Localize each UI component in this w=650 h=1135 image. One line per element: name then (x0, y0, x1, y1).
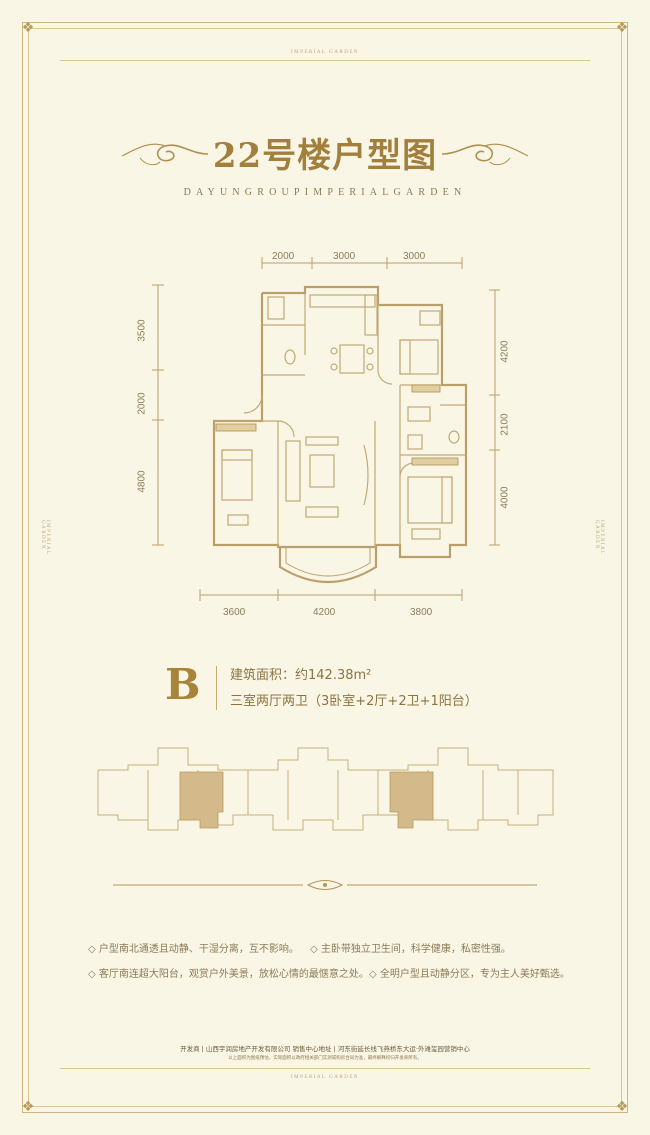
building-area: 建筑面积：约142.38m² (230, 668, 372, 683)
dim-bottom-3: 3800 (410, 607, 433, 618)
edge-label-top: IMPERIAL GARDEN (290, 50, 359, 55)
dim-top-2: 3000 (333, 251, 356, 262)
inner-frame (28, 28, 622, 1107)
room-layout: 三室两厅两卫（3卧室+2厅+2卫+1阳台） (230, 694, 478, 709)
edge-label-left: IMPERIAL GARDEN (40, 520, 50, 556)
feature-item: ◇ 户型南北通透且动静、干湿分离，互不影响。 (88, 944, 299, 955)
corner-ornament-icon: ❖ (21, 20, 35, 36)
developer-info: 开发商 | 山西宇润房地产开发有限公司 销售中心地址 | 河东街延长线飞燕桥东大… (180, 1045, 470, 1053)
page-subtitle: DAYUNGROUPIMPERIALGARDEN (183, 187, 467, 198)
building-key-plan (97, 747, 554, 831)
dim-bottom-1: 3600 (223, 607, 246, 618)
dim-top-1: 2000 (272, 251, 295, 262)
dim-right-3: 4000 (499, 486, 511, 509)
edge-label-bottom: IMPERIAL GARDEN (290, 1075, 359, 1080)
unit-letter: B (165, 660, 201, 709)
feature-item: ◇ 全明户型且动静分区，专为主人美好甄选。 (369, 969, 570, 980)
right-flourish-icon (441, 143, 529, 166)
ornamental-divider (113, 880, 537, 890)
feature-item: ◇ 主卧带独立卫生间，科学健康，私密性强。 (310, 944, 511, 955)
floor-plan-drawing (152, 257, 500, 601)
dim-left-2: 2000 (136, 392, 148, 415)
corner-ornament-icon: ❖ (21, 1099, 35, 1115)
corner-ornament-icon: ❖ (615, 20, 629, 36)
disclaimer: 以上面积为图纸预估，实际面积以政府相关部门实测或购房合同为准，最终解释权归开发商… (228, 1056, 422, 1061)
left-flourish-icon (121, 143, 209, 166)
dim-right-2: 2100 (499, 413, 511, 436)
corner-ornament-icon: ❖ (615, 1099, 629, 1115)
outer-frame (22, 22, 628, 1113)
dim-bottom-2: 4200 (313, 607, 336, 618)
bottom-rule (60, 1068, 590, 1069)
top-rule (60, 60, 590, 61)
unit-divider (216, 666, 217, 710)
page-title: 22号楼户型图 (212, 136, 438, 176)
feature-item: ◇ 客厅南连超大阳台，观赏户外美景，放松心情的最惬意之处。 (88, 969, 369, 980)
dim-left-1: 3500 (136, 319, 148, 342)
dim-top-3: 3000 (403, 251, 426, 262)
dim-left-3: 4800 (136, 470, 148, 493)
dim-right-1: 4200 (499, 340, 511, 363)
edge-label-right: IMPERIAL GARDEN (594, 520, 604, 556)
